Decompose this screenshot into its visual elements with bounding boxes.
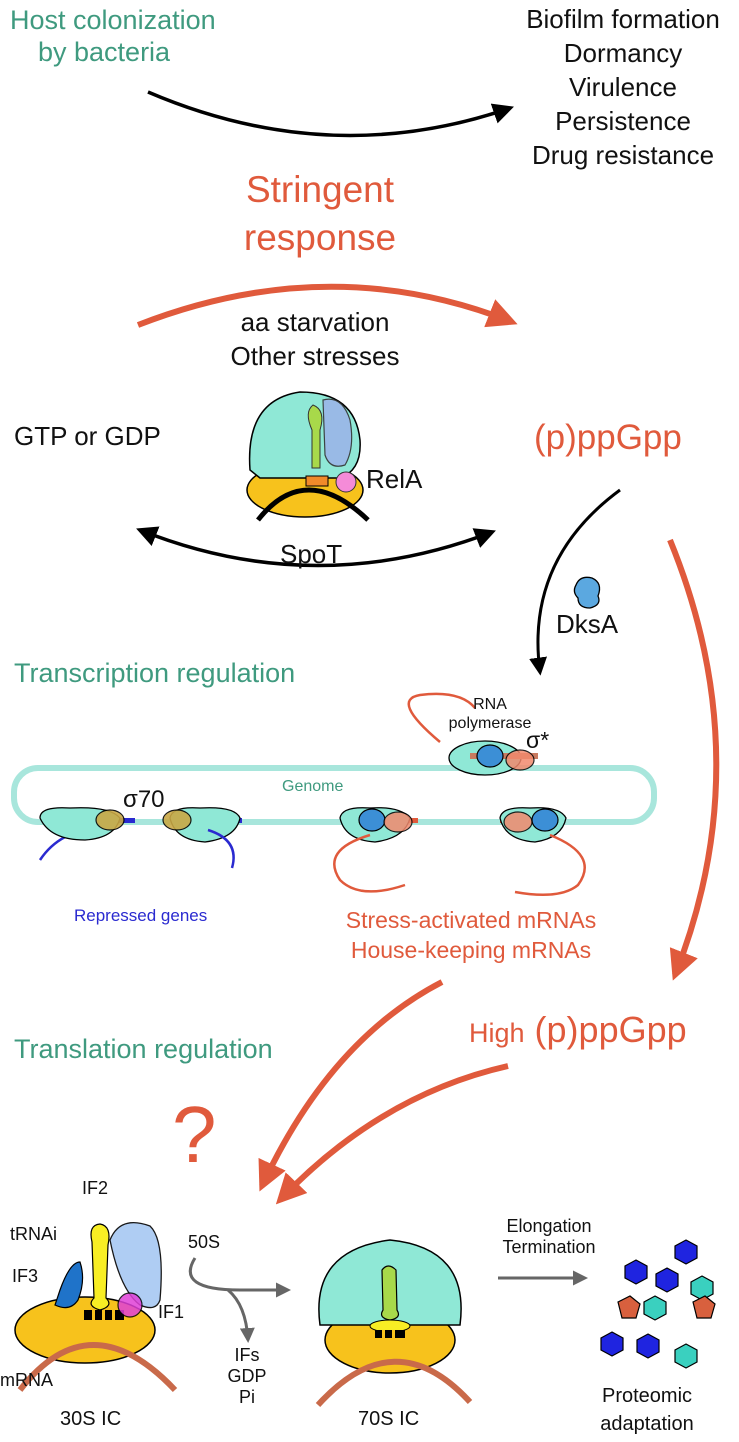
proteomic-text: Proteomic xyxy=(601,1385,693,1407)
if-release-arrow xyxy=(226,1288,255,1343)
ribosome-rela-icon xyxy=(246,391,370,522)
ic30-ribosome-icon xyxy=(14,1222,178,1393)
repressed-polymerase-2 xyxy=(162,807,242,869)
if3-label: IF3 xyxy=(12,1266,39,1286)
termination-text: Termination xyxy=(502,1237,596,1257)
outcome-drug-resistance: Drug resistance xyxy=(531,140,715,170)
dksa-label: DksA xyxy=(556,609,619,639)
outcome-virulence: Virulence xyxy=(569,72,677,102)
stringent-title-line-2: response xyxy=(243,217,397,258)
repressed-genes-label: Repressed genes xyxy=(74,906,208,925)
colonization-arrow xyxy=(147,90,514,138)
ppgpp-accumulation-arrow xyxy=(667,538,720,981)
high-ppgpp-to-translation-arrow xyxy=(275,1063,509,1205)
subunit-joining-arrow xyxy=(188,1257,291,1298)
translation-title: Translation regulation xyxy=(14,1034,273,1064)
proteome-icon xyxy=(600,1239,716,1369)
host-colonization-label: Host colonization by bacteria xyxy=(10,4,216,68)
high-ppgpp-value: (p)ppGpp xyxy=(534,1009,687,1050)
high-ppgpp-label: High (p)ppGpp xyxy=(469,1009,687,1050)
transcription-title: Transcription regulation xyxy=(14,658,296,688)
outcome-dormancy: Dormancy xyxy=(563,38,683,68)
outcomes-list: Biofilm formation Dormancy Virulence Per… xyxy=(508,2,738,172)
housekeeping-mrnas: House-keeping mRNAs xyxy=(350,937,592,963)
host-line-2: by bacteria xyxy=(38,37,171,67)
outcome-persistence: Persistence xyxy=(555,106,691,136)
stringent-arrow xyxy=(136,283,518,328)
high-prefix: High xyxy=(469,1018,525,1048)
rnap-line-1: RNA xyxy=(473,696,507,713)
dksa-icon xyxy=(573,576,601,609)
if2-label: IF2 xyxy=(82,1178,109,1198)
50s-label: 50S xyxy=(188,1232,221,1252)
stress-activated-mrnas: Stress-activated mRNAs xyxy=(345,907,597,933)
spot-arrow xyxy=(136,526,496,568)
if3-shape xyxy=(54,1261,84,1309)
elongation-label: Elongation Termination xyxy=(484,1216,614,1258)
trnai-label: tRNAi xyxy=(10,1224,58,1244)
outcome-biofilm: Biofilm formation xyxy=(526,4,720,34)
proteomic-adaptation-label: Proteomic adaptation xyxy=(572,1382,722,1438)
ic30-label: 30S IC xyxy=(60,1408,122,1430)
stringent-title-line-1: Stringent xyxy=(245,169,395,210)
rna-polymerase-label: RNA polymerase xyxy=(440,695,540,733)
sigma70-label: σ70 xyxy=(123,786,165,813)
sigma-star-label: σ* xyxy=(526,727,550,753)
active-polymerase-2 xyxy=(499,807,586,897)
if1-label: IF1 xyxy=(158,1302,185,1322)
ppgpp-label: (p)ppGpp xyxy=(534,418,682,457)
if1-shape xyxy=(117,1292,143,1318)
released-factors-label: IFs GDP Pi xyxy=(212,1345,282,1408)
trnai-shape xyxy=(90,1223,110,1311)
ic70-label: 70S IC xyxy=(358,1408,420,1430)
stringent-response-title: Stringent response xyxy=(200,166,440,262)
rnap-line-2: polymerase xyxy=(448,715,532,732)
trigger-other-stresses: Other stresses xyxy=(230,341,400,371)
spot-label: SpoT xyxy=(280,539,343,569)
genome-loop xyxy=(11,765,657,825)
ic70-ribosome-icon xyxy=(315,1239,473,1408)
question-mark: ? xyxy=(172,1090,217,1179)
released-gdp: GDP xyxy=(227,1366,267,1386)
mrna-label: mRNA xyxy=(0,1370,53,1390)
ppgpp-to-transcription-arrow xyxy=(529,488,621,676)
elongation-text: Elongation xyxy=(506,1216,592,1236)
released-pi: Pi xyxy=(238,1387,255,1407)
substrate-label: GTP or GDP xyxy=(14,421,161,451)
host-line-1: Host colonization xyxy=(10,5,216,35)
adaptation-text: adaptation xyxy=(600,1413,694,1435)
rela-label: RelA xyxy=(366,464,423,494)
genome-label: Genome xyxy=(282,778,344,795)
released-ifs: IFs xyxy=(234,1345,260,1365)
transcripts-to-translation-arrow xyxy=(258,979,444,1192)
trigger-aa-starvation: aa starvation xyxy=(240,307,390,337)
repressed-polymerase-1 xyxy=(38,807,135,861)
stress-triggers: aa starvation Other stresses xyxy=(200,305,430,373)
if2-shape xyxy=(109,1222,162,1309)
activated-mrnas-label: Stress-activated mRNAs House-keeping mRN… xyxy=(326,905,616,965)
active-polymerase-1 xyxy=(333,807,418,893)
rna-polymerase-sigma-star xyxy=(407,692,538,776)
